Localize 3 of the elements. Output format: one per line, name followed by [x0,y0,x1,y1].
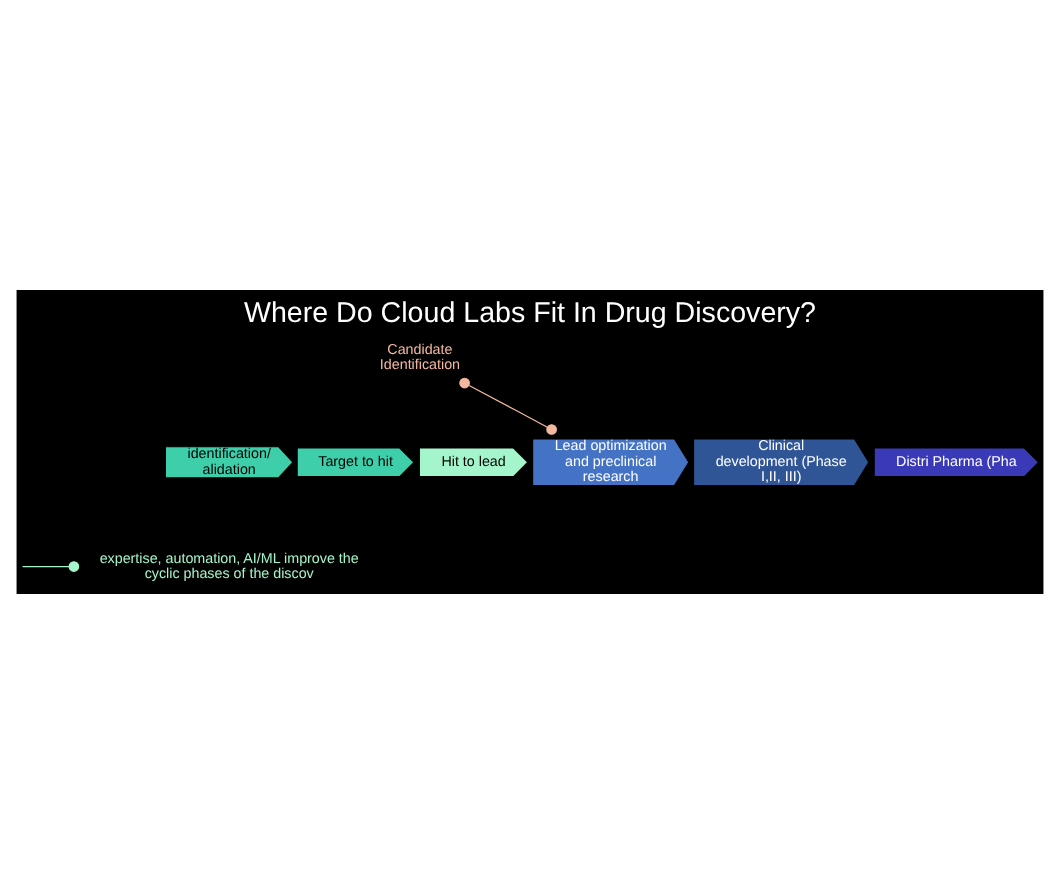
connector [459,377,557,435]
connector [21,566,70,568]
diagram-title: Where Do Cloud Labs Fit In Drug Discovery? [243,298,817,331]
